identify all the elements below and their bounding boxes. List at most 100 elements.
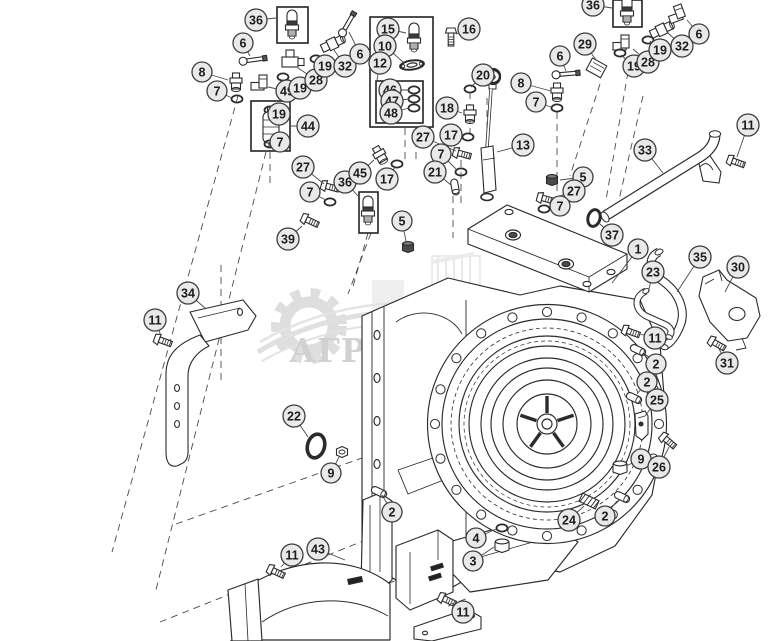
part-bolt: [620, 324, 642, 339]
svg-text:7: 7: [557, 200, 564, 214]
svg-text:19: 19: [318, 60, 332, 74]
svg-text:6: 6: [240, 37, 247, 51]
svg-text:27: 27: [416, 131, 430, 145]
svg-text:19: 19: [293, 82, 307, 96]
svg-text:11: 11: [148, 314, 161, 328]
callout-11: 11: [280, 543, 304, 567]
callout-48: 48: [379, 101, 403, 125]
part-lever: [551, 69, 581, 80]
svg-text:17: 17: [380, 173, 394, 187]
svg-text:36: 36: [249, 14, 263, 28]
svg-text:29: 29: [578, 38, 592, 52]
part-ring: [461, 132, 475, 142]
part-sensor: [360, 195, 376, 226]
callout-6: 6: [549, 45, 571, 67]
svg-text:45: 45: [353, 167, 367, 181]
part-group-box-2: [375, 80, 424, 124]
part-plug: [494, 538, 510, 554]
part-oringlg: [305, 432, 327, 460]
svg-text:36: 36: [586, 0, 600, 13]
svg-text:4: 4: [473, 532, 480, 546]
part-bolt: [706, 335, 727, 352]
svg-text:23: 23: [646, 266, 660, 280]
svg-text:25: 25: [650, 394, 664, 408]
part-elbow: [612, 34, 630, 51]
part-ring: [390, 159, 404, 169]
svg-text:9: 9: [328, 467, 335, 481]
part-pin: [625, 392, 643, 404]
svg-text:39: 39: [281, 233, 295, 247]
callout-5: 5: [391, 210, 413, 232]
svg-text:15: 15: [381, 23, 395, 37]
svg-text:11: 11: [285, 549, 298, 563]
callout-17: 17: [375, 167, 399, 191]
part-ring: [537, 204, 551, 214]
callout-7: 7: [525, 91, 547, 113]
part-bolt: [444, 27, 458, 47]
callout-32: 32: [670, 34, 694, 58]
part-plugdark: [401, 240, 415, 254]
callout-18: 18: [435, 96, 459, 120]
callout-36: 36: [581, 0, 605, 17]
callout-22: 22: [282, 404, 306, 428]
callout-16: 16: [457, 17, 481, 41]
svg-text:2: 2: [644, 376, 651, 390]
part-nut: [335, 445, 349, 459]
part-spring: [578, 492, 600, 510]
svg-text:28: 28: [641, 56, 655, 70]
callout-26: 26: [647, 455, 671, 479]
callout-7: 7: [299, 181, 321, 203]
part-bolt: [535, 192, 557, 205]
part-tee: [281, 49, 305, 68]
part-bolt: [725, 154, 747, 169]
callout-11: 11: [643, 326, 667, 350]
part-ring: [613, 48, 627, 58]
svg-text:20: 20: [476, 69, 490, 83]
svg-text:10: 10: [378, 40, 392, 54]
callout-25: 25: [645, 388, 669, 412]
callout-labels: 3668749192819326194471510124647481620181…: [143, 0, 760, 624]
callout-2: 2: [594, 505, 616, 527]
part-plugdark: [545, 173, 559, 187]
callout-30: 30: [726, 255, 750, 279]
part-ring: [463, 84, 477, 94]
svg-text:28: 28: [309, 74, 323, 88]
callout-7: 7: [206, 80, 228, 102]
svg-text:1: 1: [635, 243, 642, 257]
svg-text:8: 8: [518, 77, 525, 91]
part-ring: [495, 523, 509, 533]
part-bolt: [451, 147, 473, 160]
part-fitting: [463, 104, 477, 124]
callout-24: 24: [557, 508, 581, 532]
callout-2: 2: [636, 371, 658, 393]
svg-text:36: 36: [338, 176, 352, 190]
part-lever: [238, 54, 268, 66]
svg-text:22: 22: [287, 410, 301, 424]
callout-8: 8: [510, 72, 532, 94]
part-pin: [450, 178, 460, 196]
callout-19: 19: [267, 102, 291, 126]
part-ring: [407, 103, 421, 113]
part-pin: [370, 486, 388, 498]
callout-7: 7: [549, 195, 571, 217]
svg-text:7: 7: [277, 136, 284, 150]
part-pin: [629, 344, 647, 356]
part-elbow: [250, 74, 268, 91]
svg-text:2: 2: [389, 506, 396, 520]
callout-8: 8: [191, 61, 213, 83]
svg-text:48: 48: [384, 107, 398, 121]
part-bolt: [152, 333, 174, 348]
callout-7: 7: [269, 131, 291, 153]
part-gasket: [399, 59, 425, 71]
svg-text:11: 11: [741, 119, 754, 133]
callout-11: 11: [451, 600, 475, 624]
callout-2: 2: [381, 501, 403, 523]
callout-6: 6: [232, 32, 254, 54]
callout-45: 45: [348, 161, 372, 185]
part-fitting: [550, 82, 564, 102]
part-boot: [585, 57, 608, 79]
callout-39: 39: [276, 227, 300, 251]
part-sensor: [284, 9, 300, 40]
callout-13: 13: [511, 133, 535, 157]
